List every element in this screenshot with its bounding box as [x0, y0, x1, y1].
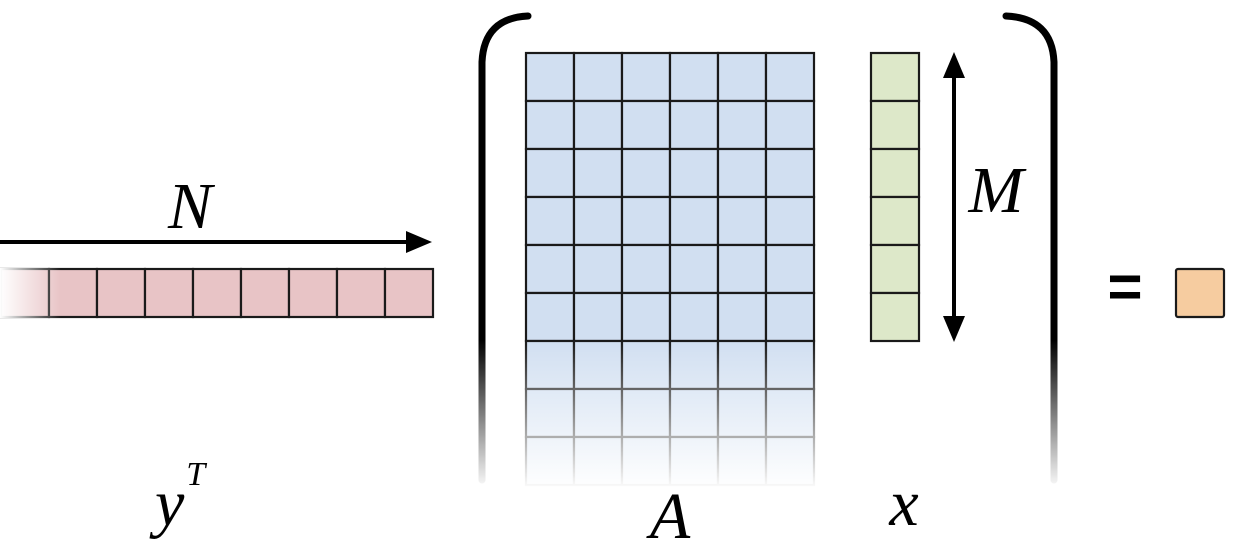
a-matrix-cell	[620, 195, 672, 247]
a-matrix-cell	[524, 51, 576, 103]
a-matrix-fade	[522, 340, 822, 490]
a-matrix-cell	[668, 99, 720, 151]
a-matrix-cell	[764, 291, 816, 343]
x-vector-cell	[869, 195, 921, 247]
a-matrix-cell	[524, 147, 576, 199]
y-vector-cell	[383, 267, 435, 319]
a-matrix-cell	[716, 99, 768, 151]
a-matrix-cell	[572, 291, 624, 343]
n-label: N	[167, 170, 216, 243]
m-label: M	[968, 154, 1028, 227]
a-matrix-cell	[572, 147, 624, 199]
a-matrix-cell	[716, 147, 768, 199]
a-matrix-cell	[764, 99, 816, 151]
equals-sign: =	[1107, 253, 1142, 320]
a-matrix-cell	[668, 195, 720, 247]
x-vector-cell	[869, 51, 921, 103]
x-vector-cell	[869, 243, 921, 295]
a-matrix-cell	[764, 51, 816, 103]
x-vector-cell	[869, 291, 921, 343]
y-label: yT	[149, 456, 207, 540]
a-matrix-cell	[572, 99, 624, 151]
a-matrix-cell	[620, 51, 672, 103]
a-matrix-cell	[620, 291, 672, 343]
a-matrix-cell	[620, 99, 672, 151]
a-matrix-cell	[764, 243, 816, 295]
x-label: x	[888, 467, 918, 540]
a-matrix-cell	[524, 195, 576, 247]
a-matrix-cell	[668, 291, 720, 343]
a-matrix-cell	[620, 243, 672, 295]
a-matrix-cell	[668, 147, 720, 199]
a-matrix-cell	[524, 243, 576, 295]
a-label: A	[646, 480, 691, 550]
n-arrow	[0, 231, 432, 253]
a-matrix-cell	[764, 195, 816, 247]
y-vector-fade	[0, 268, 160, 318]
a-matrix-cell	[524, 291, 576, 343]
y-vector-cell	[287, 267, 339, 319]
x-vector-cell	[869, 99, 921, 151]
a-matrix-cell	[572, 243, 624, 295]
a-matrix-cell	[524, 99, 576, 151]
result-scalar-cell	[1174, 267, 1226, 319]
a-matrix-cell	[716, 291, 768, 343]
y-vector-cell	[335, 267, 387, 319]
a-matrix-cell	[572, 195, 624, 247]
a-matrix-cell	[716, 243, 768, 295]
y-vector-cell	[239, 267, 291, 319]
a-matrix-cell	[716, 195, 768, 247]
a-matrix-cell	[716, 51, 768, 103]
m-arrow	[943, 52, 965, 342]
a-matrix-cell	[620, 147, 672, 199]
y-vector-cell	[191, 267, 243, 319]
a-matrix-cell	[668, 51, 720, 103]
a-matrix-cell	[572, 51, 624, 103]
x-vector-cell	[869, 147, 921, 199]
a-matrix-cell	[668, 243, 720, 295]
product-bracket	[470, 12, 1066, 490]
x-vector	[869, 51, 921, 343]
a-matrix-cell	[764, 147, 816, 199]
